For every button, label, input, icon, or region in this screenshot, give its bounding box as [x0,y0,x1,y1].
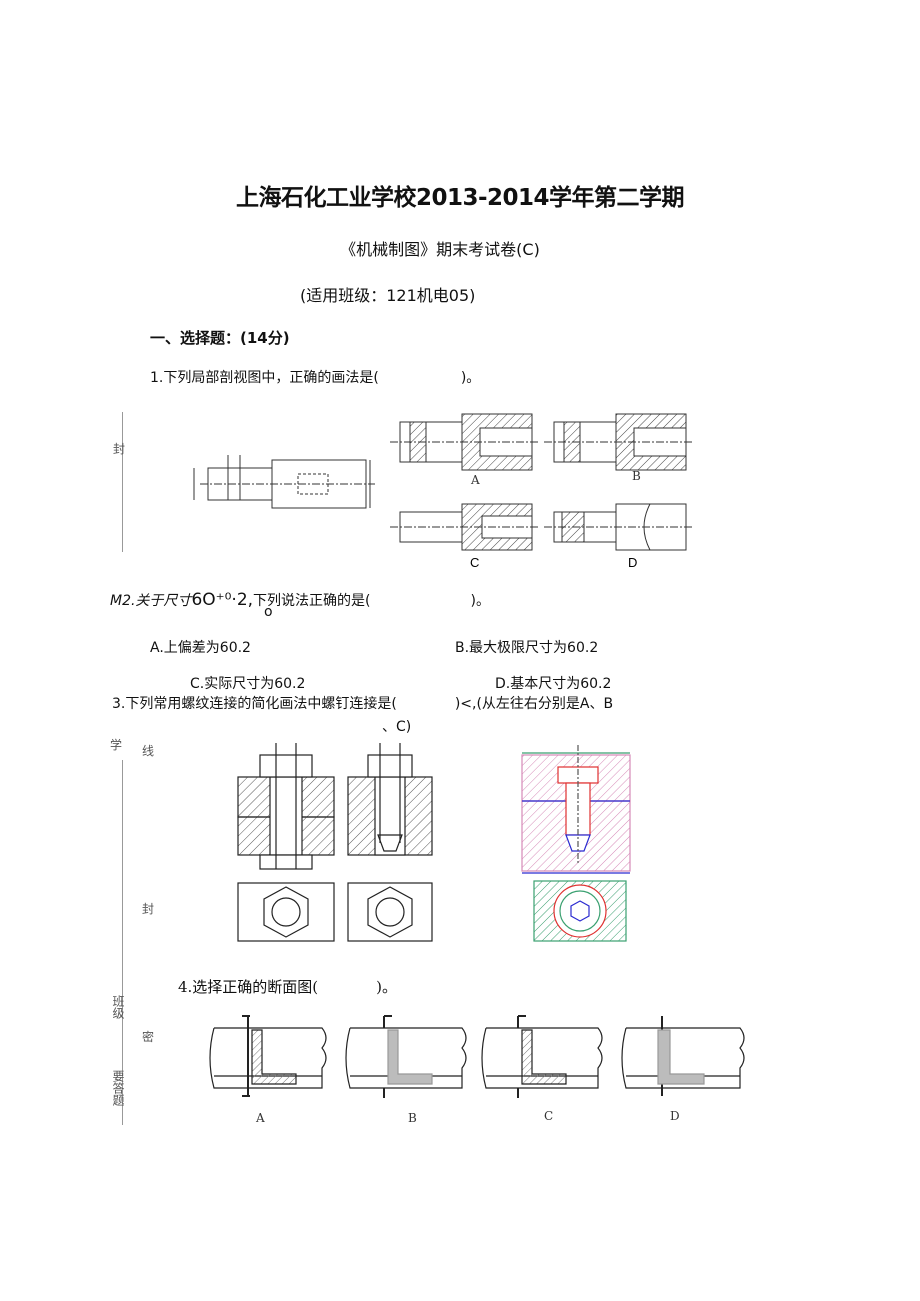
applicable-class: (适用班级：121机电05) [300,286,476,305]
margin-xue: 学 [110,738,123,752]
exam-title: 上海石化工业学校2013-2014学年第二学期 [235,185,685,211]
q1-label-c: C [470,555,479,570]
q2-option-a[interactable]: A.上偏差为60.2 [150,640,251,656]
q4-label-a: A [255,1111,265,1125]
q1-option-c[interactable] [390,503,540,551]
q4-option-c[interactable] [481,1015,603,1098]
q4-stem-end: )。 [376,978,398,996]
q2-option-c[interactable]: C.实际尺寸为60.2 [190,676,306,692]
q1-stem-text: 1.下列局部剖视图中，正确的画法是( [150,370,379,386]
margin-mi: 密 [142,1030,155,1044]
q4-stem-text: 4.选择正确的断面图( [178,978,319,996]
margin-banji: 班级 [111,995,125,1019]
q4-option-a[interactable] [209,1015,327,1097]
q1-stem: 1.下列局部剖视图中，正确的画法是( )。 [150,367,480,387]
margin-feng-bottom: 封 [142,902,155,916]
q1-option-d[interactable] [544,503,694,551]
q1-figure: A B C D [193,413,694,570]
q2-option-d[interactable]: D.基本尺寸为60.2 [495,676,612,692]
q4-figure: A B C D [209,1015,745,1125]
q4-stem: 4.选择正确的断面图( )。 [178,976,397,997]
q1-label-a: A [470,473,480,487]
q3-stem-cont: 、C) [382,719,412,735]
q4-label-d: D [670,1109,680,1123]
binding-line-top [122,412,123,552]
q2-sub-mark: o [264,604,273,620]
q3-screw-connection[interactable] [521,745,631,942]
q2-stem: M2.关于尺寸6O⁺⁰·2,下列说法正确的是( )。 [110,590,490,610]
q1-option-b[interactable] [544,413,694,471]
q4-option-b[interactable] [345,1015,467,1098]
q2-prefix: M2.关于尺寸 [110,593,192,609]
q1-label-b: B [632,469,641,483]
exam-subtitle: 《机械制图》期末考试卷(C) [340,240,540,259]
margin-xian: 线 [142,744,155,758]
q1-stem-end: )。 [460,370,481,386]
binding-line-bottom [122,760,123,1125]
q3-stem-text: 3.下列常用螺纹连接的简化画法中螺钉连接是( [112,696,397,712]
q3-stud-connection[interactable] [347,743,433,942]
margin-feng-top: 封 [113,442,126,456]
q1-option-a[interactable] [390,413,540,471]
q2-stem-end: )。 [470,593,490,609]
q3-bolt-connection[interactable] [237,743,335,942]
q3-stem: 3.下列常用螺纹连接的简化画法中螺钉连接是( )<,(从左往右分别是A、B [112,693,613,713]
margin-yaoda: 要答题 [111,1070,125,1106]
q4-label-b: B [408,1111,417,1125]
q3-figure [237,743,631,942]
q2-stem-text: 下列说法正确的是( [253,593,371,609]
section-heading: 一、选择题：(14分) [150,329,290,347]
q2-option-b[interactable]: B.最大极限尺寸为60.2 [455,640,599,656]
q4-option-d[interactable] [621,1016,745,1096]
q4-label-c: C [544,1109,553,1123]
q1-given-part [193,455,375,509]
q1-label-d: D [628,555,637,570]
q3-stem-end: )<,(从左往右分别是A、B [454,696,614,712]
q2-dimension: 6O⁺⁰·2, [191,590,254,610]
